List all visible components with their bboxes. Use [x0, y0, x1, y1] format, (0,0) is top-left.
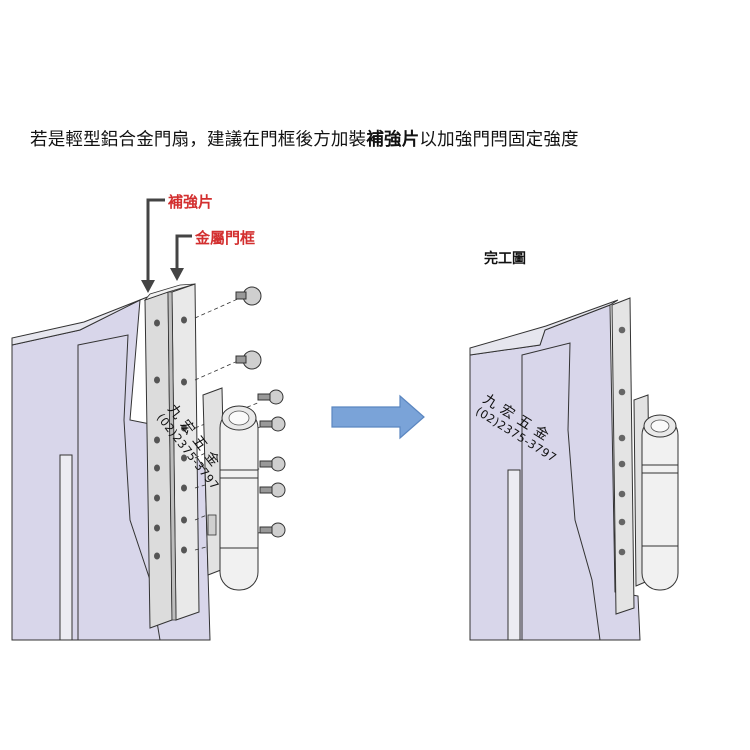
completed-frame-left-edge: [507, 469, 521, 641]
label-reinforcement-plate: 補強片: [168, 193, 214, 211]
label-metal-frame: 金屬門框: [195, 229, 256, 247]
hinge: [202, 387, 259, 591]
completed-inner-panel: [521, 342, 601, 641]
screw: [235, 286, 262, 306]
exploded-view: [11, 198, 286, 641]
screw: [259, 482, 286, 498]
direction-arrow[interactable]: [331, 394, 425, 440]
mounting-holes: [154, 316, 187, 560]
reinforcement-plate: [144, 291, 173, 629]
screw: [235, 350, 262, 370]
label-leader-frame: [175, 234, 192, 270]
label-leader-plate: [146, 198, 165, 282]
caption-bold: 補強片: [366, 130, 420, 150]
screw: [259, 522, 286, 538]
inner-panel: [77, 334, 161, 641]
label-completed: 完工圖: [484, 251, 526, 267]
screw: [259, 416, 286, 432]
screw: [257, 389, 284, 405]
screws: [235, 286, 286, 538]
completed-view: [469, 297, 679, 641]
completed-metal-frame: [611, 297, 635, 615]
caption-part1: 若是輕型鋁合金門扇，建議在門框後方加裝: [30, 130, 367, 150]
label-arrowhead-plate: [141, 280, 155, 293]
completed-screw-heads: [618, 326, 626, 556]
metal-frame-top: [143, 283, 196, 301]
metal-frame-side: [167, 291, 177, 621]
door-frame-left-edge: [59, 454, 73, 641]
caption-text: 若是輕型鋁合金門扇，建議在門框後方加裝補強片以加強門閂固定強度: [30, 126, 730, 151]
screw: [259, 456, 286, 472]
completed-hinge: [633, 394, 679, 591]
caption-part2: 以加強門閂固定強度: [419, 130, 579, 150]
completed-top-rail: [469, 299, 619, 356]
label-arrowhead-frame: [170, 268, 184, 281]
